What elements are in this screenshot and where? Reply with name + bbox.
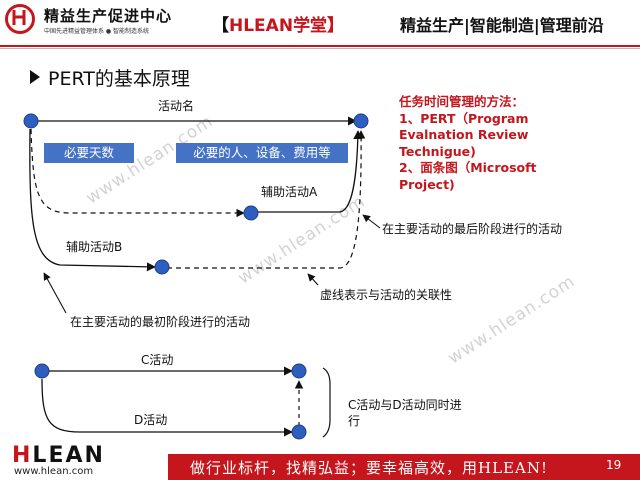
footer-bar bbox=[168, 454, 640, 480]
title-bullet-arrow-icon bbox=[30, 70, 40, 84]
note-dashed-line: 虚线表示与活动的关联性 bbox=[320, 288, 453, 302]
methods-line-1: 1、PERT（Program bbox=[399, 110, 529, 126]
footer-slogan: 做行业标杆，找精弘益；要幸福高效，用HLEAN! bbox=[190, 459, 548, 477]
brand-logo-mark-icon bbox=[12, 10, 26, 25]
header-right-tagline: 精益生产|智能制造|管理前沿 bbox=[400, 16, 604, 35]
callout-first-stage-arrow bbox=[43, 272, 67, 314]
methods-line-3: Technigue) bbox=[399, 143, 476, 159]
d-activity-label: D活动 bbox=[134, 413, 168, 427]
node-aux-b bbox=[154, 259, 170, 275]
methods-line-4: 2、面条图（Microsoft bbox=[399, 160, 537, 175]
d-activity-arrow bbox=[41, 378, 293, 437]
note-last-stage: 在主要活动的最后阶段进行的活动 bbox=[382, 222, 563, 236]
aux-a-dashed-start bbox=[30, 128, 245, 218]
c-activity-label: C活动 bbox=[141, 353, 174, 367]
page-number: 19 bbox=[606, 458, 622, 472]
callout-last-stage-arrow bbox=[362, 214, 381, 229]
header-divider bbox=[0, 45, 640, 47]
node-start bbox=[23, 113, 39, 129]
methods-line-2: Evalnation Review bbox=[399, 127, 529, 142]
node-c-end bbox=[291, 363, 307, 379]
slide-title: PERT的基本原理 bbox=[48, 68, 190, 90]
required-days-box: 必要天数 bbox=[44, 143, 134, 163]
time-management-methods: 任务时间管理的方法： 1、PERT（Program Evalnation Rev… bbox=[399, 94, 599, 193]
footer-logo-h: H bbox=[12, 443, 33, 468]
header-center-title: 【HLEAN学堂】 bbox=[212, 11, 344, 36]
header-center-prefix: 【 bbox=[212, 16, 229, 36]
header-center-suffix: 学堂】 bbox=[293, 16, 345, 36]
node-c-start bbox=[34, 363, 50, 379]
methods-line-5: Project) bbox=[399, 176, 455, 192]
aux-b-dashed-end bbox=[167, 130, 366, 269]
brand-logo bbox=[5, 4, 35, 34]
aux-activity-b-label: 辅助活动B bbox=[66, 240, 123, 254]
aux-activity-a-label: 辅助活动A bbox=[261, 185, 318, 199]
main-activity-label: 活动名 bbox=[158, 99, 195, 113]
required-resources-box: 必要的人、设备、费用等 bbox=[176, 143, 348, 163]
node-d-end bbox=[291, 424, 307, 440]
brand-title: 精益生产促进中心 bbox=[44, 7, 173, 25]
header: 精益生产促进中心 中国先进精益管理体系 ● 智能制造系统 【HLEAN学堂】 精… bbox=[0, 0, 640, 44]
footer-logo-rest: LEAN bbox=[32, 443, 105, 468]
cd-bracket bbox=[322, 367, 331, 438]
note-first-stage: 在主要活动的最初阶段进行的活动 bbox=[70, 315, 251, 329]
cd-note-line-1: C活动与D活动同时进 bbox=[348, 398, 462, 412]
header-center-brand: HLEAN bbox=[229, 16, 294, 36]
aux-a-arrow bbox=[255, 130, 363, 213]
header-divider-thin bbox=[0, 48, 640, 49]
callout-dashed-arrow bbox=[307, 273, 319, 286]
footer-url: www.hlean.com bbox=[14, 466, 94, 477]
brand-subtitle: 中国先进精益管理体系 ● 智能制造系统 bbox=[44, 28, 150, 35]
cd-simultaneous-note: C活动与D活动同时进 行 bbox=[348, 397, 462, 429]
cd-note-line-2: 行 bbox=[348, 414, 361, 428]
methods-heading: 任务时间管理的方法： bbox=[399, 94, 525, 109]
aux-b-arrow bbox=[29, 128, 156, 272]
node-end bbox=[353, 113, 369, 129]
node-aux-a bbox=[243, 205, 259, 221]
footer-logo: HLEAN bbox=[12, 443, 105, 468]
